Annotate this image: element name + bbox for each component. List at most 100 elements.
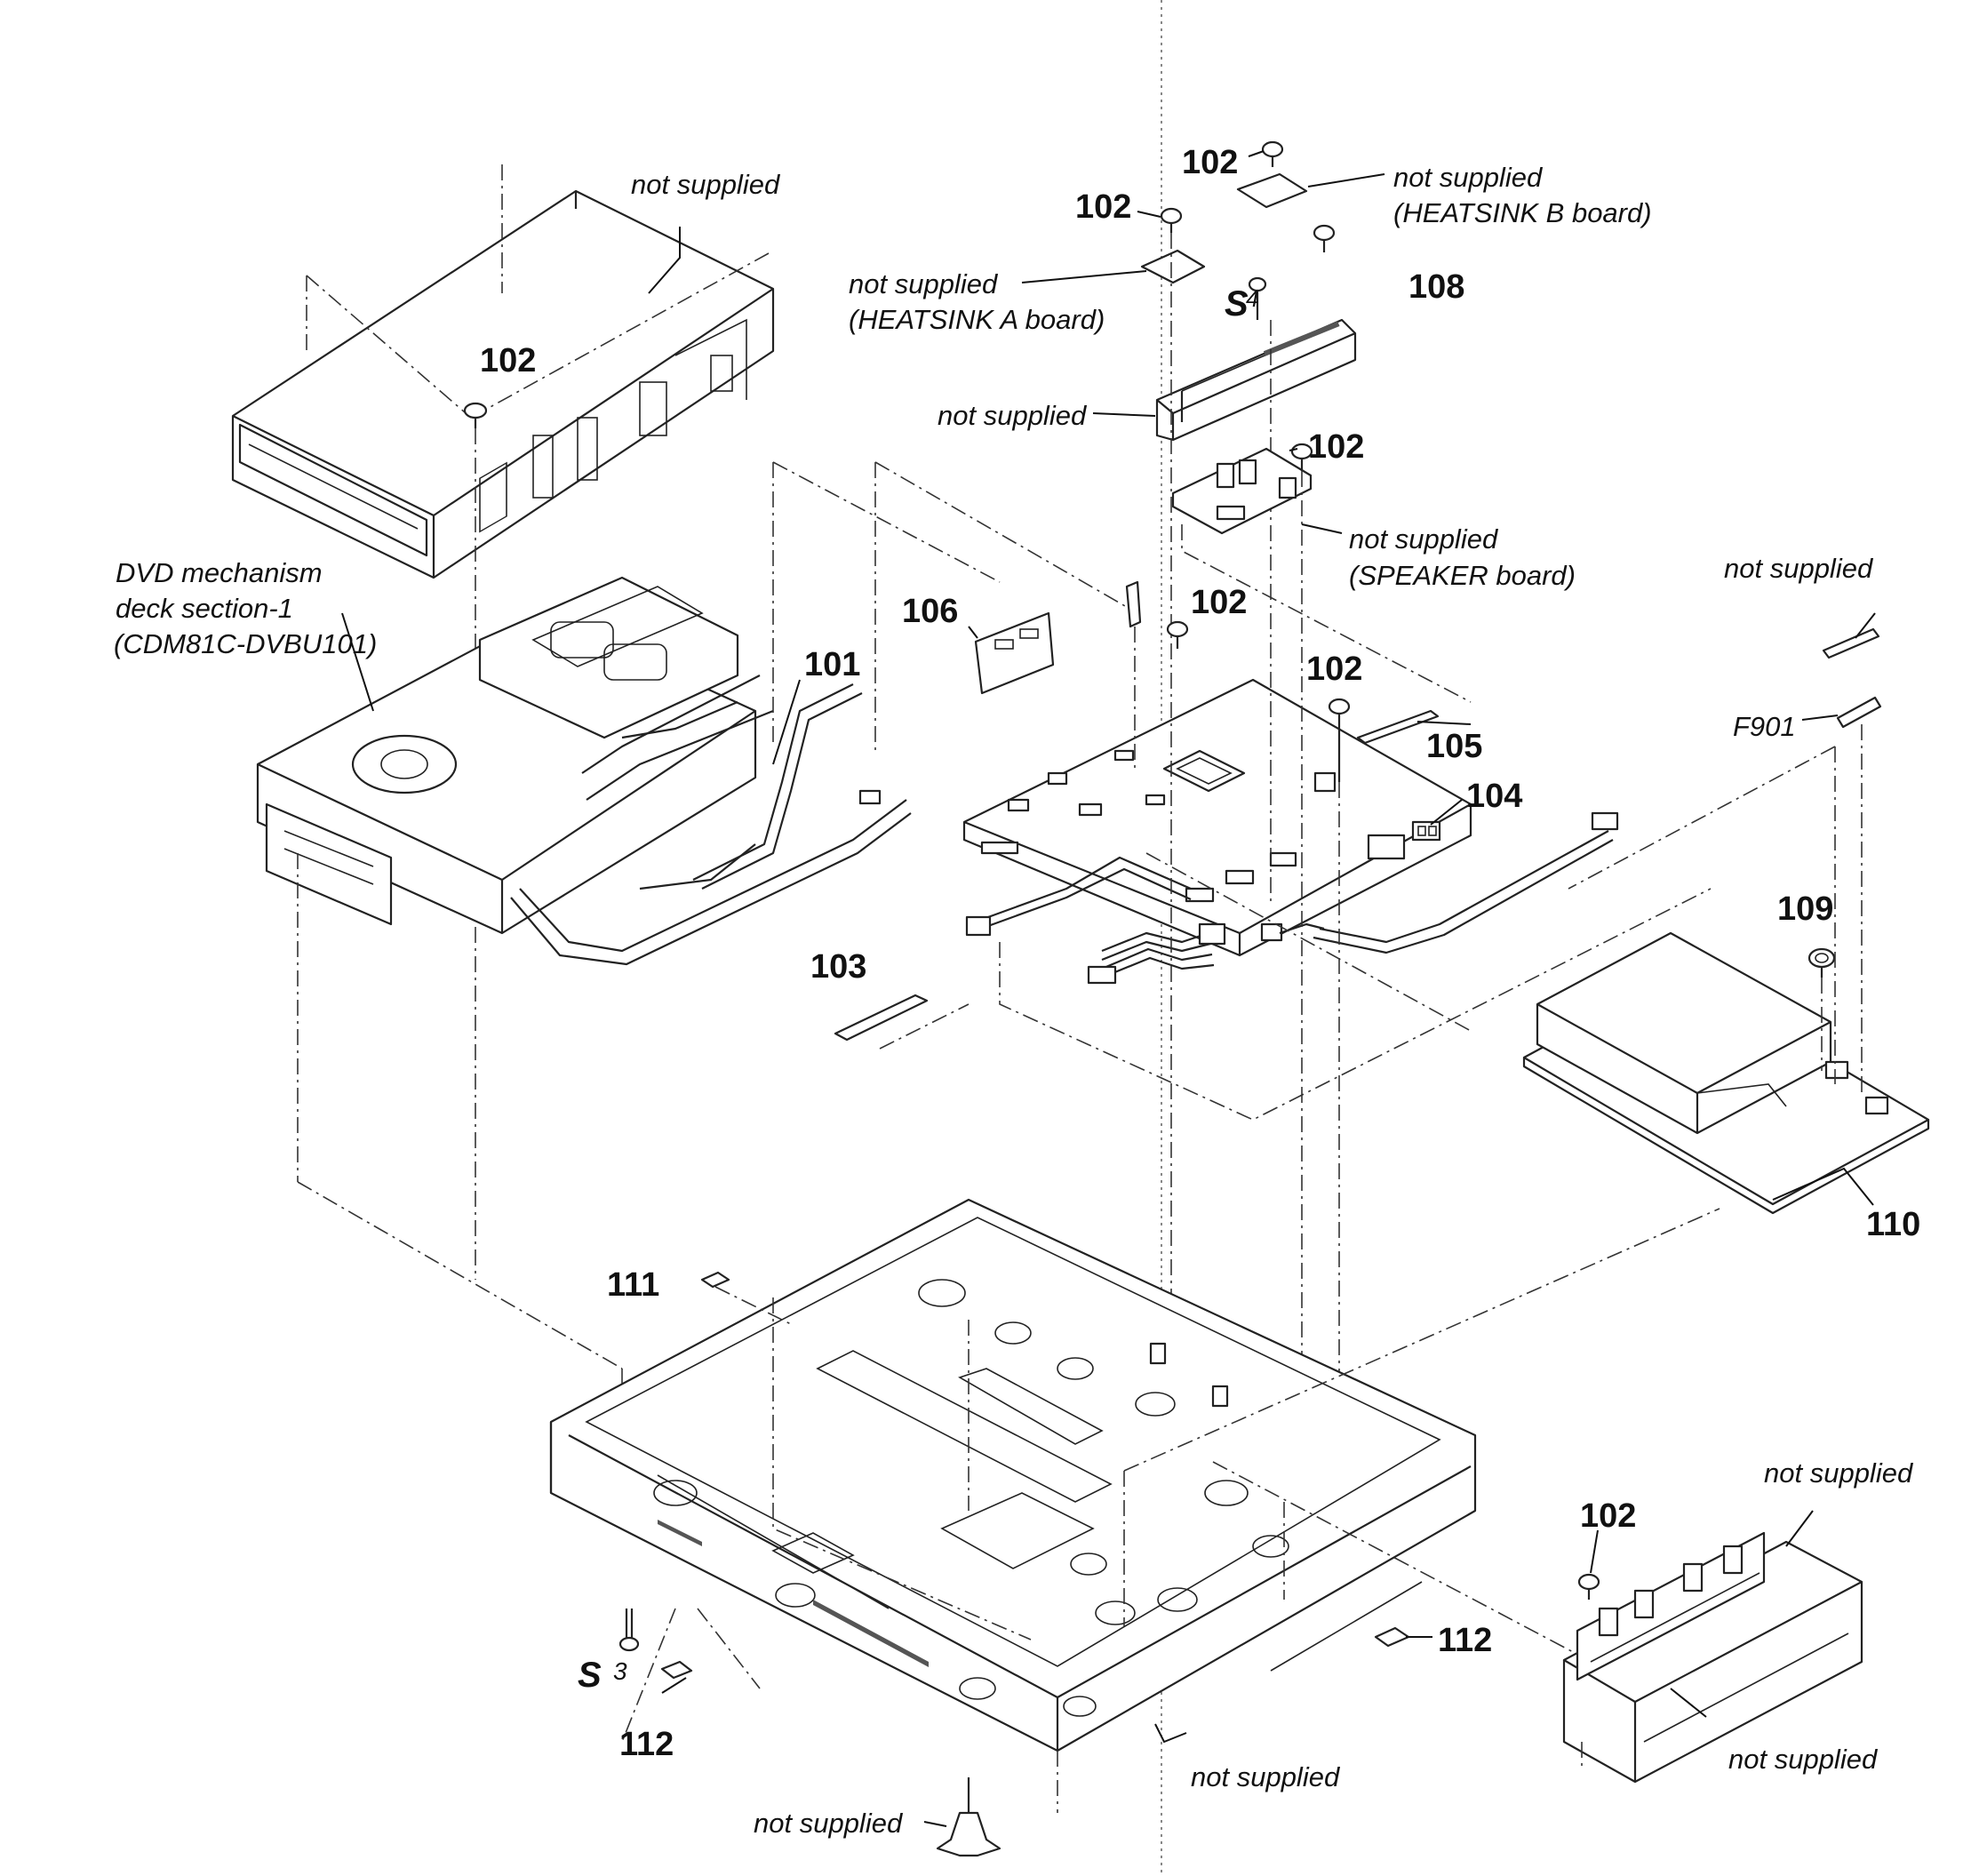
cushion-112-left	[660, 1660, 693, 1680]
screw-102-speaker	[1290, 443, 1313, 471]
not-supplied-label: not supplied	[1191, 1761, 1341, 1792]
leader-line	[1416, 721, 1472, 725]
part-number-label: 109	[1777, 890, 1833, 928]
leader-line	[772, 679, 801, 765]
guide-line	[297, 1181, 623, 1369]
screw-102-heatsink-b	[1261, 140, 1284, 167]
part-number-label: 102	[1182, 144, 1238, 181]
not-supplied-label: not supplied	[754, 1808, 904, 1839]
dvd-cover-housing	[231, 189, 775, 579]
part-number-label: 102	[1075, 188, 1131, 226]
heatsink-b-plate	[1236, 172, 1308, 209]
board-106	[974, 611, 1055, 695]
leader-line	[1430, 799, 1463, 826]
leader-line	[1301, 523, 1343, 534]
tape-not-supplied	[1822, 627, 1880, 659]
power-board-110	[1522, 931, 1930, 1215]
fuse-f901	[1836, 696, 1882, 729]
part-number-label: 112	[1438, 1622, 1492, 1659]
screw-102-mainboard-a	[1166, 620, 1189, 649]
not-supplied-label: not supplied	[938, 400, 1088, 431]
heatsink-a-plate	[1140, 249, 1206, 284]
part-number-label: 102	[480, 342, 536, 379]
leader-line	[1801, 714, 1839, 721]
flat-cable-103	[834, 994, 929, 1042]
leader-line	[923, 1821, 947, 1827]
guide-line	[621, 1608, 676, 1743]
guide-line	[697, 1608, 761, 1689]
dvd-mechanism-deck	[256, 576, 774, 935]
leader-line	[1248, 150, 1265, 157]
screw-102-cover	[463, 402, 488, 428]
flat-cable-101	[639, 683, 863, 890]
screw-109	[1807, 947, 1836, 978]
leader-line	[968, 626, 978, 639]
dvd-mechanism-label: (CDM81C-DVBU101)	[114, 628, 377, 659]
part-number-label: 102	[1308, 428, 1364, 466]
guide-line	[306, 275, 472, 419]
leader-line	[1772, 1167, 1874, 1206]
part-number-label: 112	[619, 1726, 674, 1763]
part-number-label: 108	[1408, 268, 1464, 306]
guide-line	[1123, 1208, 1720, 1472]
leader-line	[1670, 1688, 1707, 1718]
bottom-chassis	[549, 1198, 1477, 1752]
part-number-label: 102	[1580, 1497, 1636, 1535]
leader-line	[1307, 173, 1385, 188]
leader-line	[1021, 270, 1147, 283]
screw-102-mainboard-b	[1328, 698, 1351, 782]
screw-108	[1313, 224, 1336, 252]
not-supplied-label: not supplied	[1349, 523, 1499, 555]
leader-line	[661, 1677, 687, 1694]
not-supplied-label: not supplied	[849, 268, 999, 299]
screw-marker-s: S	[578, 1656, 602, 1695]
leader-line	[1590, 1529, 1599, 1574]
connector-pin	[1125, 580, 1142, 628]
leader-line	[1092, 412, 1156, 417]
dvd-mechanism-label: DVD mechanism	[116, 557, 323, 588]
part-number-label: 102	[1306, 651, 1362, 688]
guide-line	[470, 252, 770, 419]
not-supplied-label: not supplied	[1724, 553, 1874, 584]
screw-marker-s: S	[1225, 284, 1249, 323]
screw-marker-number: 3	[613, 1657, 627, 1685]
fuse-label: F901	[1733, 711, 1796, 742]
speaker-board-label: (SPEAKER board)	[1349, 560, 1576, 591]
not-supplied-label: not supplied	[1728, 1744, 1879, 1775]
leader-line	[1154, 1723, 1187, 1744]
leader-line	[1855, 612, 1876, 639]
part-number-label: 106	[902, 593, 958, 630]
leader-line	[1785, 1510, 1814, 1547]
screw-marker-number: 4	[1246, 285, 1258, 312]
flat-cable-105	[1356, 709, 1440, 745]
part-number-label: 110	[1866, 1206, 1920, 1243]
part-number-label: 105	[1426, 728, 1482, 765]
main-board	[962, 678, 1619, 957]
leader-line	[648, 227, 681, 294]
heatsink-a-label: (HEATSINK A board)	[849, 304, 1105, 335]
guide-line	[1181, 524, 1472, 703]
screw-s4	[1248, 276, 1267, 320]
not-supplied-label: not supplied	[1764, 1457, 1914, 1489]
guide-line	[1568, 746, 1836, 890]
cushion-112-right	[1374, 1626, 1410, 1648]
rear-panel-bracket	[1562, 1531, 1863, 1784]
not-supplied-label: not supplied	[631, 169, 781, 200]
wire-bundle	[1087, 922, 1226, 985]
screw-102-rear	[1577, 1573, 1600, 1600]
part-number-label: 101	[804, 646, 860, 683]
connector	[858, 789, 882, 805]
wire-harness	[519, 799, 907, 953]
screw-s3	[618, 1609, 640, 1652]
leader-line	[1289, 448, 1298, 451]
part-number-label: 111	[607, 1266, 659, 1304]
part-number-label: 104	[1466, 778, 1522, 815]
dvd-mechanism-label: deck section-1	[116, 593, 293, 624]
speaker-board	[1171, 447, 1313, 535]
guide-line	[999, 888, 1712, 1121]
cushion-111	[700, 1271, 730, 1289]
guide-line	[714, 1286, 792, 1325]
guide-line	[772, 461, 1001, 583]
heatsink-b-label: (HEATSINK B board)	[1393, 197, 1652, 228]
